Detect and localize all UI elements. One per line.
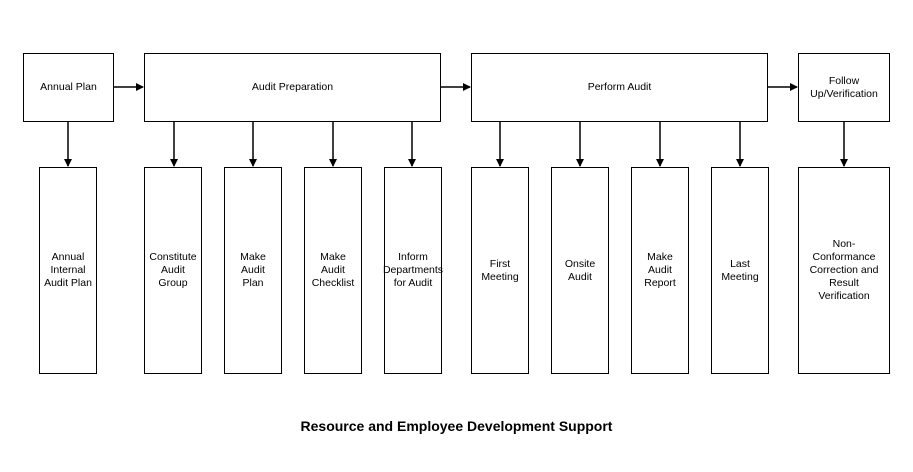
box-make-audit-plan-label: Make Audit Plan (240, 251, 266, 289)
box-inform-departments-label: Inform Departments for Audit (382, 251, 444, 289)
box-first-meeting-label: First Meeting (481, 257, 519, 283)
box-perform-audit: Perform Audit (471, 53, 768, 122)
footer-caption: Resource and Employee Development Suppor… (300, 418, 613, 434)
box-make-audit-checklist-label: Make Audit Checklist (311, 251, 355, 289)
box-make-audit-report: Make Audit Report (631, 167, 689, 374)
box-perform-audit-label: Perform Audit (587, 81, 652, 93)
box-onsite-audit: Onsite Audit (551, 167, 609, 374)
box-audit-preparation: Audit Preparation (144, 53, 441, 122)
box-follow-up: Follow Up/Verification (798, 53, 890, 122)
box-audit-preparation-label: Audit Preparation (251, 81, 334, 93)
box-constitute-audit-group-label: Constitute Audit Group (149, 251, 197, 289)
box-inform-departments: Inform Departments for Audit (382, 167, 444, 374)
box-annual-plan: Annual Plan (23, 53, 114, 122)
box-annual-internal-audit-plan-label: Annual Internal Audit Plan (44, 251, 92, 289)
box-make-audit-plan: Make Audit Plan (224, 167, 282, 374)
box-non-conformance: Non-Conformance Correction and Result Ve… (798, 167, 890, 374)
box-annual-internal-audit-plan: Annual Internal Audit Plan (39, 167, 97, 374)
box-annual-plan-label: Annual Plan (40, 81, 97, 93)
box-follow-up-label: Follow Up/Verification (810, 74, 878, 100)
box-last-meeting-label: Last Meeting (721, 257, 759, 283)
box-make-audit-report-label: Make Audit Report (644, 251, 676, 289)
box-onsite-audit-label: Onsite Audit (564, 257, 596, 283)
box-non-conformance-label: Non-Conformance Correction and Result Ve… (809, 238, 879, 302)
box-constitute-audit-group: Constitute Audit Group (144, 167, 202, 374)
box-make-audit-checklist: Make Audit Checklist (304, 167, 362, 374)
box-last-meeting: Last Meeting (711, 167, 769, 374)
box-first-meeting: First Meeting (471, 167, 529, 374)
